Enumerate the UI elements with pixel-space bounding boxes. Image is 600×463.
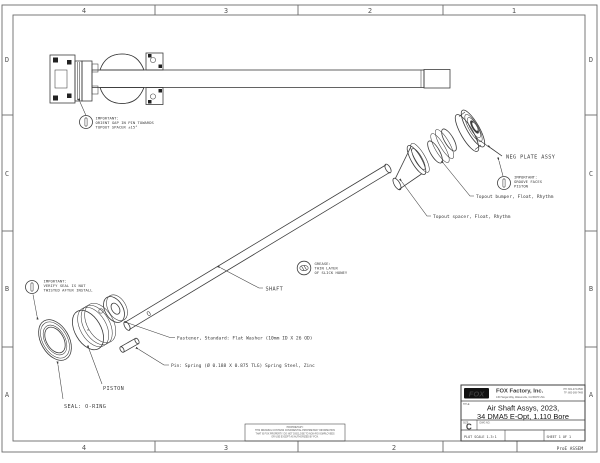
groove-faces-line3: PISTON bbox=[514, 183, 529, 188]
zone-left-d: D bbox=[5, 56, 9, 64]
head-cross-section bbox=[49, 54, 99, 104]
size-label: SIZE bbox=[463, 422, 469, 425]
proprietary-line1: PROPRIETARY: bbox=[287, 426, 304, 429]
thread-cross-section bbox=[423, 69, 451, 89]
spring-pin-icon bbox=[502, 178, 506, 188]
proprietary-line4: OR USE EXCEPT AS AUTHORIZED BY FOX. bbox=[271, 436, 319, 439]
proprietary-line2: THIS DRAWING CONTAINS CONFIDENTIAL PROPR… bbox=[255, 429, 335, 432]
grease-line2: THIN LAYER bbox=[315, 265, 339, 270]
proprietary-notice: PROPRIETARY: THIS DRAWING CONTAINS CONFI… bbox=[244, 423, 346, 442]
orient-gap-line1: IMPORTANT: bbox=[96, 115, 119, 120]
label-pin: Pin: Spring (Ø 0.188 X 0.875 TLG) Spring… bbox=[171, 362, 315, 369]
zone-left-a: A bbox=[5, 391, 10, 399]
neg-plate-assy bbox=[454, 109, 486, 152]
zone-top-1: 1 bbox=[512, 7, 516, 15]
company-name: FOX Factory, Inc. bbox=[496, 389, 544, 395]
spring-pin bbox=[119, 337, 140, 353]
zone-top-2: 2 bbox=[368, 7, 372, 15]
callout-orient-gap: IMPORTANT: ORIENT GAP IN PIN TOWARDS TOP… bbox=[77, 98, 155, 129]
section-view: IMPORTANT: ORIENT GAP IN PIN TOWARDS TOP… bbox=[49, 52, 451, 129]
important-balloon bbox=[79, 115, 93, 129]
verify-seal-line2: VERIFY SEAL IS NOT bbox=[44, 283, 87, 288]
shaft-cross-section bbox=[91, 69, 425, 88]
pin-hole bbox=[146, 311, 151, 316]
title-block: FOX FOX Factory, Inc. 130 Hangar Way, Wa… bbox=[460, 384, 586, 452]
part-labels: NEG PLATE ASSY Topout bumper, Float, Rhy… bbox=[56, 137, 556, 410]
callout-groove-faces: IMPORTANT: GROOVE FACES PISTON bbox=[497, 157, 543, 190]
callout-verify-seal: IMPORTANT: VERIFY SEAL IS NOT TWISTED AF… bbox=[25, 278, 94, 320]
title-label: TITLE bbox=[463, 403, 470, 406]
company-tollfree: TF: 800-369-7469 bbox=[564, 391, 584, 394]
zone-left-b: B bbox=[5, 285, 9, 293]
drawing-title-line1: Air Shaft Assys, 2023, bbox=[487, 404, 559, 413]
label-shaft: SHAFT bbox=[266, 287, 284, 293]
zone-right-d: D bbox=[589, 56, 593, 64]
neg-plate-cross-section bbox=[145, 52, 164, 105]
sheet-info: SHEET 1 OF 1 bbox=[547, 435, 572, 439]
topout-bumper bbox=[427, 128, 457, 164]
exploded-view: GREASE: THIN LAYER OF SLICK HONEY IMPORT… bbox=[25, 109, 556, 410]
zone-bottom-4: 4 bbox=[82, 444, 86, 452]
proprietary-line3: THAT IS FOX PROPERTY. DO NOT DISCLOSE TO… bbox=[255, 432, 335, 435]
zone-right-b: B bbox=[589, 285, 593, 293]
callout-grease: GREASE: THIN LAYER OF SLICK HONEY bbox=[296, 260, 348, 276]
label-topout-spacer: Topout spacer, Float, Rhythm bbox=[433, 214, 511, 220]
label-neg-plate-assy: NEG PLATE ASSY bbox=[506, 155, 556, 161]
spring-pin-icon bbox=[30, 282, 34, 292]
label-piston: PISTON bbox=[103, 386, 124, 392]
dwg-no-label: DWG NO. bbox=[480, 422, 491, 425]
drawing-title-line2: 34 DMA5 E-Opt, 1.110 Bore bbox=[477, 412, 569, 421]
orient-gap-line2: ORIENT GAP IN PIN TOWARDS bbox=[96, 120, 155, 125]
orient-gap-line3: TOPOUT SPACER ±15° bbox=[96, 124, 138, 129]
label-fastener: Fastener, Standard: Flat Washer (10mm ID… bbox=[177, 336, 313, 342]
piston bbox=[72, 303, 117, 351]
o-ring bbox=[38, 319, 72, 361]
zone-top-3: 3 bbox=[224, 7, 228, 15]
zone-left-c: C bbox=[5, 170, 9, 178]
spring-pin-icon bbox=[84, 117, 88, 127]
grease-balloon bbox=[296, 260, 312, 276]
proe-assem-note: ProE ASSEM bbox=[557, 446, 584, 452]
piston-pin-hole bbox=[98, 308, 104, 314]
company-address: 130 Hangar Way, Watsonville, CA 95076 US… bbox=[496, 396, 545, 399]
grease-icon bbox=[299, 265, 309, 271]
label-topout-bumper: Topout bumper, Float, Rhythm bbox=[476, 194, 554, 200]
grease-line1: GREASE: bbox=[315, 261, 331, 266]
zone-bottom-2: 2 bbox=[392, 444, 396, 452]
fox-logo-text: FOX bbox=[469, 389, 485, 398]
bumper-cross-section bbox=[99, 53, 145, 104]
zone-bottom-3: 3 bbox=[224, 444, 228, 452]
verify-seal-line3: TWISTED AFTER INSTALL bbox=[44, 287, 94, 292]
important-balloon bbox=[25, 280, 39, 294]
verify-seal-line1: IMPORTANT: bbox=[44, 278, 67, 283]
zone-right-c: C bbox=[589, 170, 593, 178]
groove-faces-line1: IMPORTANT: bbox=[514, 174, 537, 179]
size-value: C bbox=[466, 423, 472, 432]
important-balloon bbox=[497, 176, 511, 190]
plot-scale: PLOT SCALE 1.3:1 bbox=[464, 435, 497, 439]
topout-spacer bbox=[392, 143, 430, 191]
fox-logo: FOX bbox=[464, 388, 489, 399]
zone-right-a: A bbox=[589, 391, 594, 399]
groove-faces-line2: GROOVE FACES bbox=[514, 179, 543, 184]
zone-top-4: 4 bbox=[82, 7, 86, 15]
grease-line3: OF SLICK HONEY bbox=[315, 270, 348, 275]
shaft-tube bbox=[123, 163, 392, 331]
label-seal-o-ring: SEAL: O-RING bbox=[64, 404, 106, 410]
flat-washer bbox=[103, 294, 128, 323]
company-phone: PH: 831-274-6500 bbox=[563, 388, 583, 391]
